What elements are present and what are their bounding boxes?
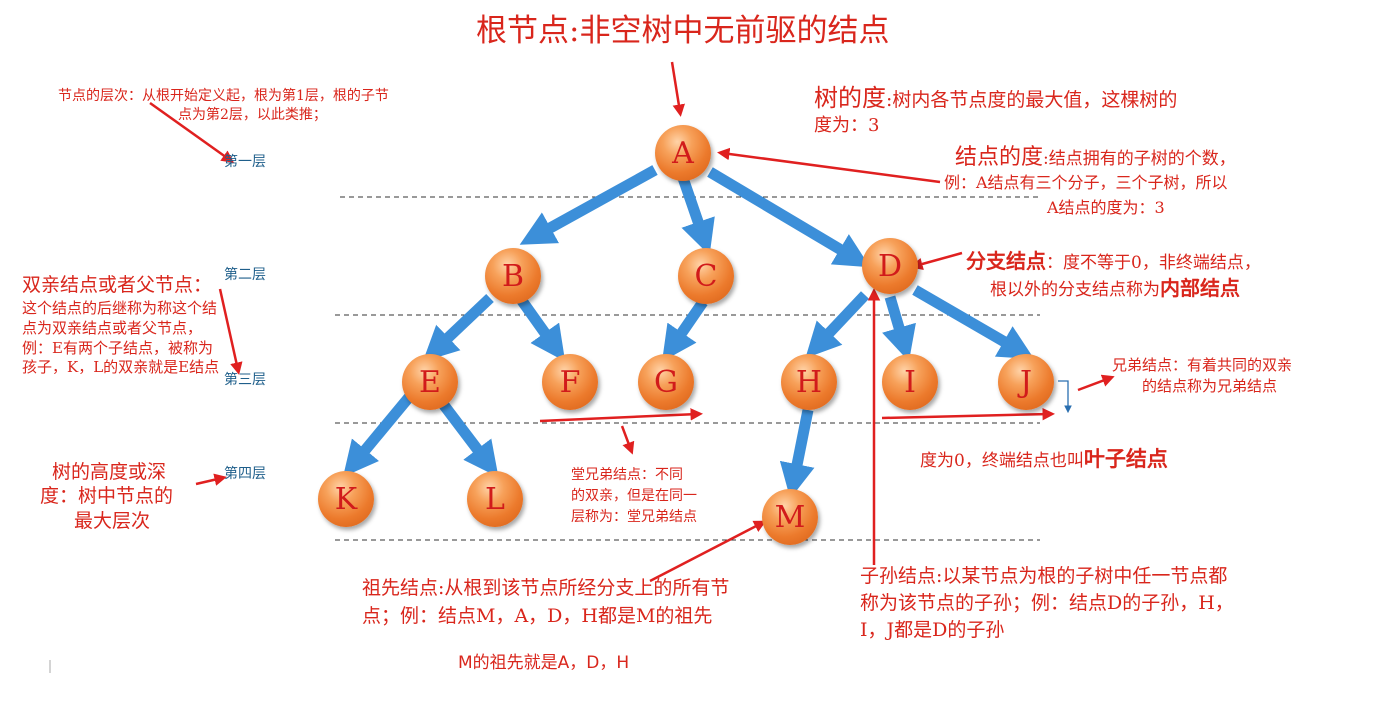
parent-node-line3: 例：E有两个子结点，被称为 (22, 339, 213, 357)
parent-node-heading: 双亲结点或者父节点： (22, 274, 213, 296)
tree-height-line1: 树的高度或深 (52, 461, 167, 483)
parent-node-line1: 这个结点的后继称为称这个结 (22, 299, 218, 317)
node-c: C (678, 248, 734, 304)
edge-h-m (779, 408, 815, 499)
node-k-label: K (334, 481, 358, 517)
pointer-node-degree (717, 147, 941, 184)
descendant-node-line3: I，J都是D的子孙 (860, 619, 1005, 641)
node-degree-line1: 结点的度:结点拥有的子树的个数， (955, 144, 1236, 172)
sibling-node-line2: 的结点称为兄弟结点 (1142, 377, 1278, 395)
node-k: K (318, 471, 374, 527)
node-g: G (638, 354, 694, 410)
node-degree-text: :结点拥有的子树的个数， (1043, 149, 1236, 169)
parent-node-line4: 孩子，K，L的双亲就是E结点 (22, 358, 220, 376)
ancestor-node-line1: 祖先结点:从根到该节点所经分支上的所有节 (362, 577, 730, 599)
node-a-label: A (672, 135, 694, 171)
ancestor-note: M的祖先就是A，D，H (458, 653, 630, 673)
descendant-node-line1: 子孙结点:以某节点为根的子树中任一节点都 (860, 565, 1228, 587)
node-e: E (402, 354, 458, 410)
edge-e-k (343, 392, 415, 477)
edge-b-f (515, 294, 566, 362)
cousin-node-line1: 堂兄弟结点：不同 (571, 467, 683, 483)
branch-node-line2: 根以外的分支结点称为内部结点 (990, 276, 1240, 301)
pointer-ancestor (649, 520, 767, 583)
node-a: A (655, 125, 711, 181)
node-f: F (542, 354, 598, 410)
node-g-label: G (654, 364, 678, 400)
descendant-node-line2: 称为该节点的子孙；例：结点D的子孙，H， (860, 592, 1234, 614)
level-label-2: 第二层 (224, 267, 266, 283)
pointer-cousin (539, 408, 703, 423)
branch-node-text: ：度不等于0，非终端结点， (1046, 253, 1261, 273)
node-b-label: B (501, 258, 525, 294)
node-h-label: H (795, 364, 823, 400)
pointer-root (670, 61, 685, 117)
pointer-height (195, 473, 227, 486)
node-i: I (882, 354, 938, 410)
node-j-label: J (1019, 364, 1033, 400)
edge-d-h (805, 291, 870, 359)
node-degree-heading: 结点的度 (955, 145, 1044, 170)
leaf-node-text: 度为0，终端结点也叫 (920, 451, 1084, 471)
edge-d-i (882, 295, 916, 362)
level-label-3: 第三层 (224, 372, 266, 388)
parent-node-heading-text: 双亲结点或者父节点 (22, 274, 194, 296)
tree-height-line2: 度：树中节点的 (40, 485, 174, 507)
branch-node-line1: 分支结点：度不等于0，非终端结点， (966, 249, 1261, 274)
node-i-label: I (904, 364, 916, 400)
node-d: D (862, 238, 918, 294)
node-m-label: M (774, 499, 806, 535)
edge-e-l (432, 392, 499, 478)
ancestor-node-line2: 点；例：结点M，A，D，H都是M的祖先 (362, 605, 713, 627)
tree-degree-heading: 树的度 (814, 84, 886, 112)
node-m: M (762, 489, 818, 545)
node-e-label: E (419, 364, 441, 400)
sibling-bracket (1058, 380, 1072, 414)
internal-node-term: 内部结点 (1160, 276, 1240, 300)
tree-height-line3: 最大层次 (74, 510, 151, 532)
node-c-label: C (694, 258, 718, 294)
leaf-node-term: 叶子结点 (1083, 446, 1168, 471)
node-degree-line2: 例：A结点有三个分子，三个子树，所以 (944, 173, 1228, 192)
level-definition-line2: 点为第2层，以此类推； (178, 107, 327, 123)
node-l: L (467, 471, 523, 527)
node-j: J (998, 354, 1054, 410)
node-d-label: D (877, 248, 903, 284)
node-l-label: L (485, 481, 505, 517)
edge-a-c (677, 176, 715, 256)
node-b: B (485, 248, 541, 304)
cousin-node-line2: 的双亲，但是在同一 (571, 488, 697, 504)
cousin-node-line3: 层称为：堂兄弟结点 (571, 509, 697, 525)
leaf-node-line: 度为0，终端结点也叫叶子结点 (920, 446, 1168, 472)
pointer-branch (910, 251, 963, 271)
branch-node-heading: 分支结点 (966, 249, 1046, 273)
pointer-cousin-label (620, 425, 635, 455)
level-label-4: 第四层 (224, 466, 266, 482)
level-label-1: 第一层 (224, 154, 266, 170)
pointer-sibling (1077, 374, 1115, 392)
edge-d-j (912, 285, 1035, 360)
node-f-label: F (559, 364, 581, 400)
edge-a-b (519, 165, 658, 245)
node-h: H (781, 354, 837, 410)
pointer-parent (218, 288, 243, 375)
tree-degree-line1: 树的度:树内各节点度的最大值，这棵树的 (814, 83, 1177, 113)
sibling-node-line1: 兄弟结点：有着共同的双亲 (1112, 356, 1293, 374)
pointer-level-first (149, 101, 235, 163)
tree-degree-text: :树内各节点度的最大值，这棵树的 (886, 89, 1178, 111)
root-node-title: 根节点:非空树中无前驱的结点 (476, 13, 890, 49)
tree-degree-line2: 度为：3 (814, 115, 880, 136)
edge-b-e (422, 294, 494, 362)
level-definition-line1: 节点的层次：从根开始定义起，根为第1层，根的子节 (58, 88, 389, 104)
node-degree-line3: A结点的度为：3 (1047, 198, 1165, 217)
pointer-leaf (881, 407, 1055, 421)
parent-node-line2: 点为双亲结点或者父节点， (22, 319, 203, 337)
edge-c-g (662, 298, 708, 362)
branch-node-text2: 根以外的分支结点称为 (990, 280, 1160, 300)
edge-a-d (707, 167, 871, 268)
